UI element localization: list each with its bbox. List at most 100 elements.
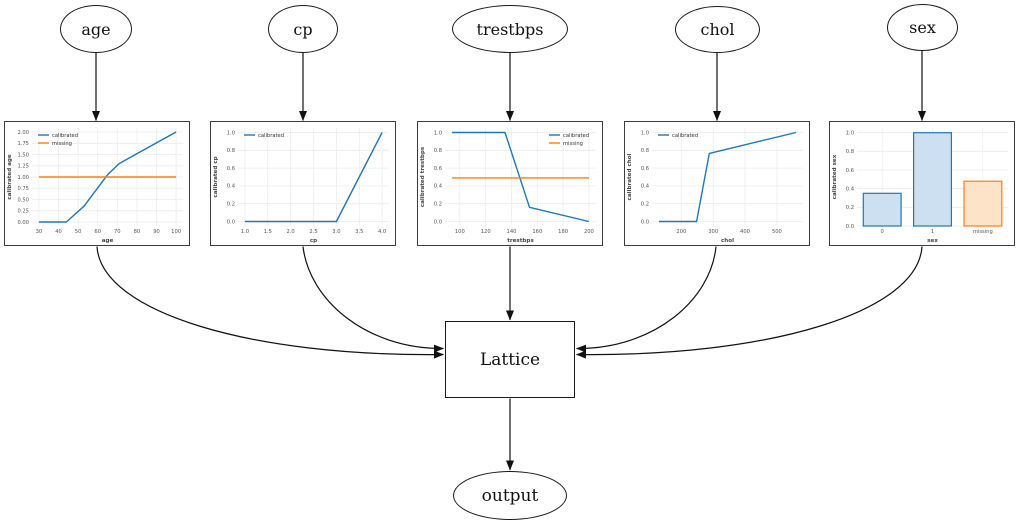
svg-text:80: 80	[134, 229, 141, 235]
svg-text:0.8: 0.8	[846, 149, 854, 155]
svg-text:calibrated sex: calibrated sex	[832, 154, 838, 199]
lattice-node-label: Lattice	[479, 349, 541, 370]
lattice-node: Lattice	[445, 321, 575, 398]
calibration-chart-sex-plot: 0.0 0.2 0.4 0.6 0.8 1.0 0 1 missing sex calibrated…	[832, 128, 1008, 244]
svg-text:90: 90	[153, 229, 160, 235]
calibration-chart-sex: 0.0 0.2 0.4 0.6 0.8 1.0 0 1 missing sex calibrated…	[829, 121, 1015, 246]
svg-text:0.0: 0.0	[434, 219, 442, 225]
svg-text:1.0: 1.0	[641, 130, 649, 136]
svg-text:0.2: 0.2	[846, 205, 854, 211]
svg-text:2.00: 2.00	[17, 130, 29, 136]
svg-text:1.25: 1.25	[17, 164, 29, 170]
edge-cp-chart-to-lattice	[302, 246, 444, 353]
svg-text:0.8: 0.8	[227, 148, 235, 154]
svg-text:missing: missing	[563, 141, 583, 147]
svg-text:1.5: 1.5	[264, 229, 272, 235]
svg-text:sex: sex	[927, 238, 938, 244]
svg-text:1.0: 1.0	[241, 229, 249, 235]
output-node: output	[453, 471, 567, 520]
svg-text:1.50: 1.50	[17, 152, 29, 158]
svg-text:0.25: 0.25	[17, 209, 29, 215]
input-node-trestbps-label: trestbps	[476, 19, 544, 39]
svg-text:0.8: 0.8	[434, 148, 442, 154]
svg-text:1.0: 1.0	[227, 130, 235, 136]
svg-text:100: 100	[455, 229, 465, 235]
svg-text:140: 140	[507, 229, 517, 235]
input-node-chol-label: chol	[700, 20, 735, 39]
svg-text:chol: chol	[721, 238, 734, 244]
svg-text:60: 60	[94, 229, 101, 235]
svg-text:0.8: 0.8	[641, 148, 649, 154]
svg-text:0.0: 0.0	[641, 219, 649, 225]
svg-text:300: 300	[708, 229, 718, 235]
svg-text:age: age	[102, 238, 114, 244]
calibration-chart-cp: 0.0 0.2 0.4 0.6 0.8 1.0 1.0 1.5 2.0 2.5 3.0 3.5 4.0 c…	[210, 121, 396, 246]
svg-text:0.00: 0.00	[17, 220, 29, 226]
edge-sex-chart-to-lattice	[576, 246, 923, 359]
svg-text:0.4: 0.4	[641, 184, 650, 190]
svg-text:50: 50	[75, 229, 82, 235]
svg-text:missing: missing	[973, 229, 993, 235]
svg-text:calibrated: calibrated	[563, 133, 589, 139]
svg-text:1.0: 1.0	[434, 130, 442, 136]
svg-text:500: 500	[772, 229, 782, 235]
svg-text:100: 100	[171, 229, 181, 235]
svg-text:2.0: 2.0	[286, 229, 294, 235]
svg-text:2.5: 2.5	[309, 229, 317, 235]
svg-text:0.4: 0.4	[227, 184, 236, 190]
svg-text:120: 120	[481, 229, 491, 235]
svg-text:calibrated chol: calibrated chol	[627, 153, 633, 200]
svg-text:0.0: 0.0	[227, 219, 235, 225]
svg-text:1.0: 1.0	[846, 131, 854, 137]
svg-text:calibrated: calibrated	[52, 133, 78, 139]
edge-chol-chart-to-lattice	[576, 246, 717, 353]
svg-text:160: 160	[532, 229, 542, 235]
svg-text:0.50: 0.50	[17, 197, 29, 203]
svg-text:0: 0	[881, 229, 884, 235]
output-node-label: output	[481, 485, 539, 506]
svg-text:0.4: 0.4	[846, 187, 855, 193]
svg-text:0.6: 0.6	[434, 166, 442, 172]
svg-text:1: 1	[931, 229, 934, 235]
svg-text:calibrated cp: calibrated cp	[213, 156, 219, 197]
svg-text:cp: cp	[310, 238, 317, 244]
svg-text:0.2: 0.2	[227, 202, 235, 208]
svg-text:3.0: 3.0	[332, 229, 340, 235]
svg-text:180: 180	[558, 229, 568, 235]
svg-text:70: 70	[114, 229, 121, 235]
input-node-cp-label: cp	[293, 19, 313, 39]
svg-text:calibrated age: calibrated age	[7, 154, 13, 200]
svg-text:40: 40	[55, 229, 62, 235]
input-node-age: age	[60, 5, 132, 53]
svg-text:0.2: 0.2	[641, 202, 649, 208]
svg-text:200: 200	[584, 229, 594, 235]
edge-age-chart-to-lattice	[96, 246, 444, 359]
svg-text:3.5: 3.5	[355, 229, 363, 235]
input-node-trestbps: trestbps	[452, 5, 568, 53]
svg-text:4.0: 4.0	[378, 229, 386, 235]
svg-text:30: 30	[36, 229, 43, 235]
svg-text:trestbps: trestbps	[507, 238, 534, 244]
calibration-chart-cp-plot: 0.0 0.2 0.4 0.6 0.8 1.0 1.0 1.5 2.0 2.5 3.0 3.5 4.0 c…	[213, 128, 389, 244]
svg-text:1.75: 1.75	[17, 141, 29, 147]
svg-text:missing: missing	[52, 141, 72, 147]
svg-text:0.6: 0.6	[227, 166, 235, 172]
svg-text:calibrated: calibrated	[672, 133, 698, 139]
svg-text:calibrated: calibrated	[258, 133, 284, 139]
svg-text:0.6: 0.6	[641, 166, 649, 172]
input-node-sex-label: sex	[909, 18, 936, 37]
svg-text:calibrated trestbps: calibrated trestbps	[420, 146, 426, 207]
svg-text:200: 200	[676, 229, 686, 235]
svg-text:0.0: 0.0	[846, 224, 854, 230]
svg-text:0.75: 0.75	[17, 186, 29, 192]
input-node-age-label: age	[81, 19, 111, 39]
svg-text:0.6: 0.6	[846, 168, 854, 174]
